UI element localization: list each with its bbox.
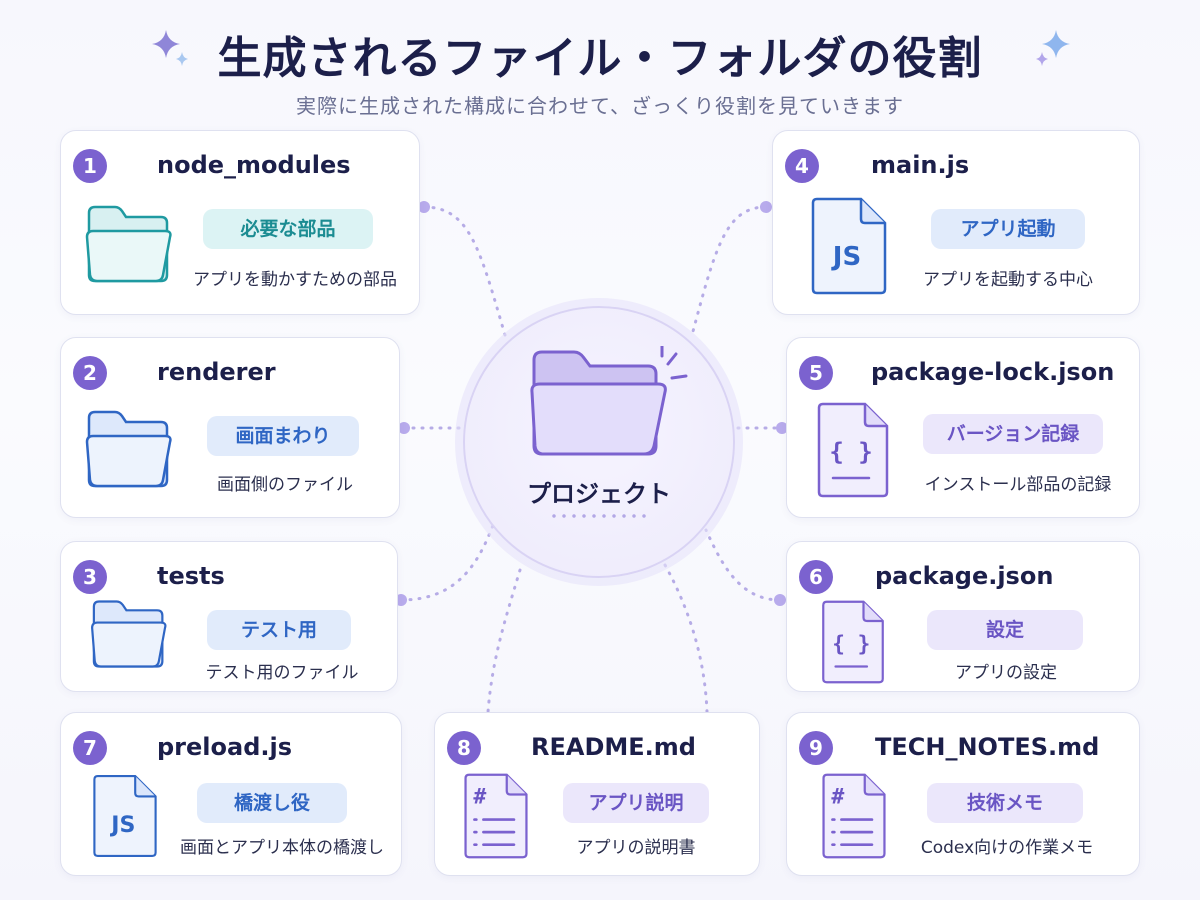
item-description: テスト用のファイル xyxy=(205,663,359,683)
icon-label: JS xyxy=(831,242,861,272)
item-name: package.json xyxy=(875,562,1054,590)
item-number-badge: 1 xyxy=(73,149,107,183)
item-description: アプリの設定 xyxy=(955,663,1057,683)
folder-icon xyxy=(91,600,167,668)
item-description: 画面側のファイル xyxy=(217,475,353,495)
js-file-icon: JS xyxy=(93,774,157,858)
icon-label: { } xyxy=(829,438,872,466)
page-title: 生成されるファイル・フォルダの役割 xyxy=(217,33,983,84)
item-number-badge: 9 xyxy=(799,731,833,765)
icon-label: # xyxy=(473,784,486,809)
folder-icon xyxy=(530,346,688,456)
item-card-package-lock-json: 5 package-lock.json { } バージョン記録 インストール部品… xyxy=(786,337,1140,518)
item-name: TECH_NOTES.md xyxy=(875,733,1100,761)
item-description: Codex向けの作業メモ xyxy=(920,838,1094,858)
item-number-badge: 5 xyxy=(799,356,833,390)
item-number-badge: 8 xyxy=(447,731,481,765)
item-card-node-modules: 1 node_modules 必要な部品 アプリを動かすための部品 xyxy=(60,130,420,315)
item-tag: 技術メモ xyxy=(927,783,1083,823)
item-description: アプリの説明書 xyxy=(576,838,696,858)
item-card-readme-md: 8 README.md # アプリ説明 アプリの説明書 xyxy=(434,712,760,876)
icon-label: # xyxy=(831,784,844,809)
item-card-tech-notes-md: 9 TECH_NOTES.md # 技術メモ Codex向けの作業メモ xyxy=(786,712,1140,876)
json-file-icon: { } xyxy=(822,600,884,684)
item-card-preload-js: 7 preload.js JS 橋渡し役 画面とアプリ本体の橋渡し xyxy=(60,712,402,876)
item-tag: 必要な部品 xyxy=(203,209,373,249)
sparkle-right-icon xyxy=(1036,30,1070,66)
item-name: main.js xyxy=(871,151,970,179)
item-name: README.md xyxy=(531,733,696,761)
item-number-badge: 2 xyxy=(73,356,107,390)
item-number-badge: 3 xyxy=(73,560,107,594)
item-tag: アプリ説明 xyxy=(563,783,709,823)
item-card-main-js: 4 main.js JS アプリ起動 アプリを起動する中心 xyxy=(772,130,1140,315)
item-card-tests: 3 tests テスト用 テスト用のファイル xyxy=(60,541,398,692)
markdown-file-icon: # xyxy=(464,773,528,859)
item-tag: 橋渡し役 xyxy=(197,783,347,823)
item-description: インストール部品の記録 xyxy=(924,475,1112,495)
icon-label: { } xyxy=(832,632,870,656)
project-label: プロジェクト xyxy=(527,480,671,508)
item-number-badge: 7 xyxy=(73,731,107,765)
item-description: 画面とアプリ本体の橋渡し xyxy=(180,838,384,858)
js-file-icon: JS xyxy=(811,197,887,295)
folder-icon xyxy=(85,205,172,283)
item-card-package-json: 6 package.json { } 設定 アプリの設定 xyxy=(786,541,1140,692)
item-description: アプリを起動する中心 xyxy=(923,270,1093,290)
item-name: tests xyxy=(157,562,225,590)
item-tag: バージョン記録 xyxy=(923,414,1103,454)
item-tag: 設定 xyxy=(927,610,1083,650)
item-name: package-lock.json xyxy=(871,358,1115,386)
item-name: node_modules xyxy=(157,151,351,179)
center-dots-decoration xyxy=(549,514,649,518)
icon-label: JS xyxy=(109,812,135,838)
json-file-icon: { } xyxy=(817,402,889,498)
item-tag: アプリ起動 xyxy=(931,209,1085,249)
item-name: renderer xyxy=(157,358,276,386)
markdown-file-icon: # xyxy=(822,773,886,859)
sparkle-left-icon xyxy=(152,30,188,66)
item-name: preload.js xyxy=(157,733,293,761)
folder-icon xyxy=(85,410,172,488)
item-tag: テスト用 xyxy=(207,610,351,650)
item-description: アプリを動かすための部品 xyxy=(193,270,397,290)
item-card-renderer: 2 renderer 画面まわり 画面側のファイル xyxy=(60,337,400,518)
item-number-badge: 6 xyxy=(799,560,833,594)
item-number-badge: 4 xyxy=(785,149,819,183)
page-subtitle: 実際に生成された構成に合わせて、ざっくり役割を見ていきます xyxy=(296,94,904,118)
item-tag: 画面まわり xyxy=(207,416,359,456)
